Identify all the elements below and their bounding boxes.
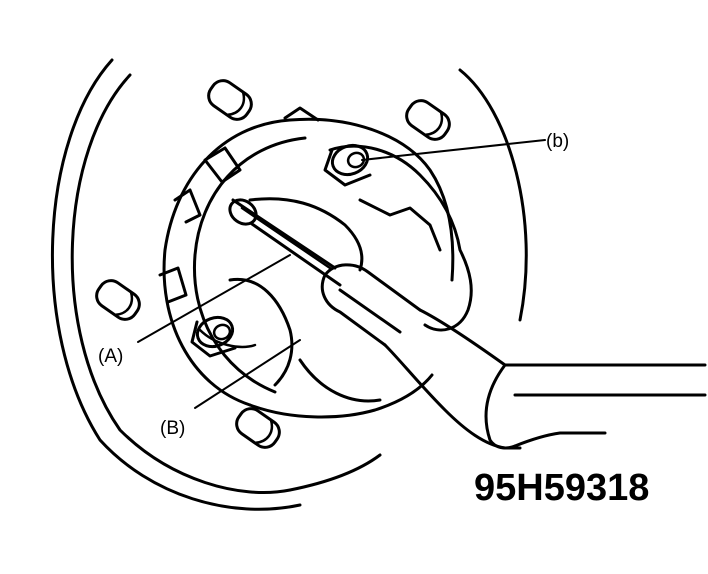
wheel-stud: [235, 407, 281, 449]
leader-line-b-lower: [361, 139, 546, 161]
wrench-handle: [320, 263, 707, 450]
leader-line-a-upper: [137, 254, 291, 343]
callout-label-b-lower: (b): [546, 131, 569, 152]
wheel-stud: [95, 279, 141, 321]
callout-label-a-upper: (A): [98, 346, 123, 367]
brake-disc: [50, 58, 528, 511]
callout-label-b-upper: (B): [160, 418, 185, 439]
hex-bit-shaft: [228, 198, 342, 287]
lower-guide-bolt: [190, 315, 237, 358]
leader-lines: [137, 139, 546, 409]
leader-line-b-upper: [194, 339, 301, 409]
upper-guide-bolt: [323, 143, 372, 187]
wheel-studs: [95, 79, 451, 449]
caliper-body: [198, 144, 473, 403]
wheel-stud: [207, 79, 253, 121]
caliper-ring: [158, 106, 455, 419]
wheel-stud: [405, 99, 451, 141]
figure-code: 95H59318: [474, 467, 649, 509]
